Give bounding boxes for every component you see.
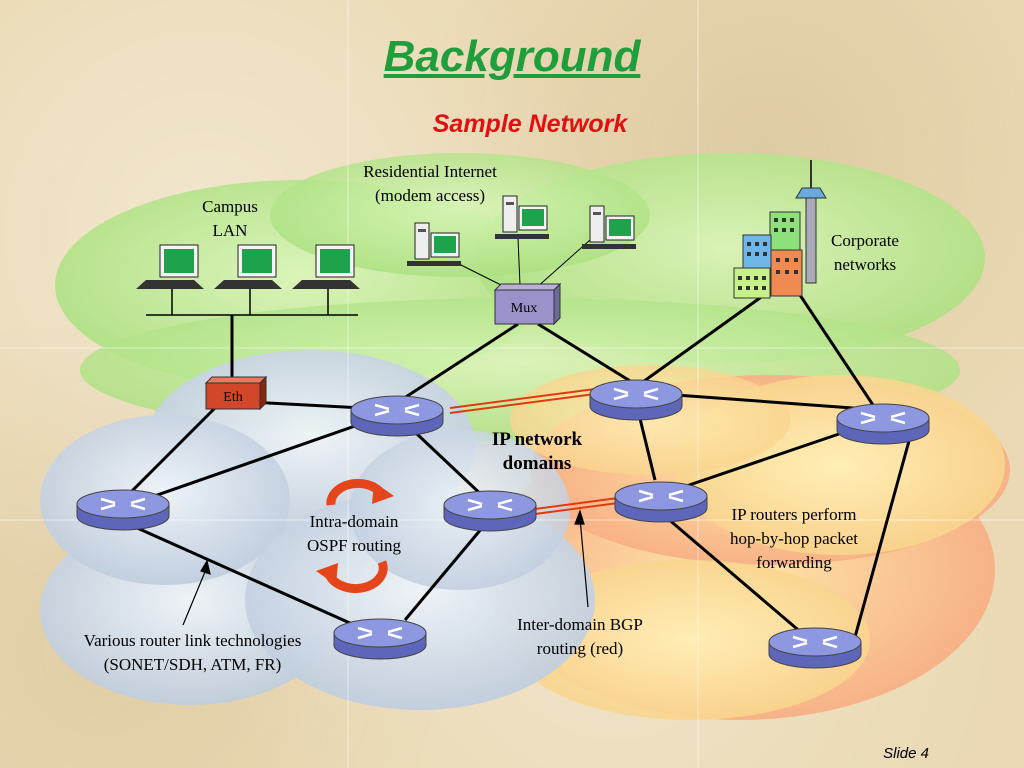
- modem-pc: [407, 222, 461, 266]
- router-icon: [589, 379, 683, 421]
- ip-routers-label: IP routers perform hop-by-hop packet for…: [730, 505, 858, 572]
- router-icon: [768, 627, 862, 669]
- slide-number: Slide 4: [883, 745, 929, 762]
- campus-computer: [214, 244, 282, 289]
- router-icon: [76, 489, 170, 531]
- mux-box: Mux: [493, 282, 562, 326]
- router-icon: [836, 403, 930, 445]
- campus-lan-bus: [146, 288, 358, 383]
- bgp-links: [449, 388, 619, 515]
- eth-box: Eth: [204, 375, 268, 411]
- ospf-arrowheads: [316, 482, 394, 585]
- slide-title: Background: [383, 32, 641, 81]
- modem-pc: [495, 195, 549, 239]
- router-icon: [443, 490, 537, 532]
- inter-domain-label: Inter-domain BGP routing (red): [517, 615, 643, 658]
- annotation-arrows: [182, 509, 589, 626]
- campus-lan-label: Campus LAN: [202, 197, 258, 240]
- campus-computer: [292, 244, 360, 289]
- intra-domain-label: Intra-domain OSPF routing: [307, 512, 401, 555]
- modem-pc: [582, 205, 636, 249]
- residential-internet-label: Residential Internet (modem access): [363, 162, 497, 205]
- link-technologies-label: Various router link technologies (SONET/…: [83, 631, 302, 674]
- network-links: [121, 279, 914, 642]
- slide-subtitle: Sample Network: [432, 110, 628, 138]
- router-icon: [333, 618, 427, 660]
- campus-computer: [136, 244, 204, 289]
- ip-network-domains-label: IP network domains: [491, 429, 583, 474]
- mux-label: Mux: [511, 301, 537, 316]
- modem-links: [454, 237, 591, 289]
- router-icon: [350, 395, 444, 437]
- eth-label: Eth: [223, 390, 242, 405]
- router-icon: [614, 481, 708, 523]
- corporate-buildings-icon: [733, 160, 827, 299]
- corporate-networks-label: Corporate networks: [831, 231, 899, 274]
